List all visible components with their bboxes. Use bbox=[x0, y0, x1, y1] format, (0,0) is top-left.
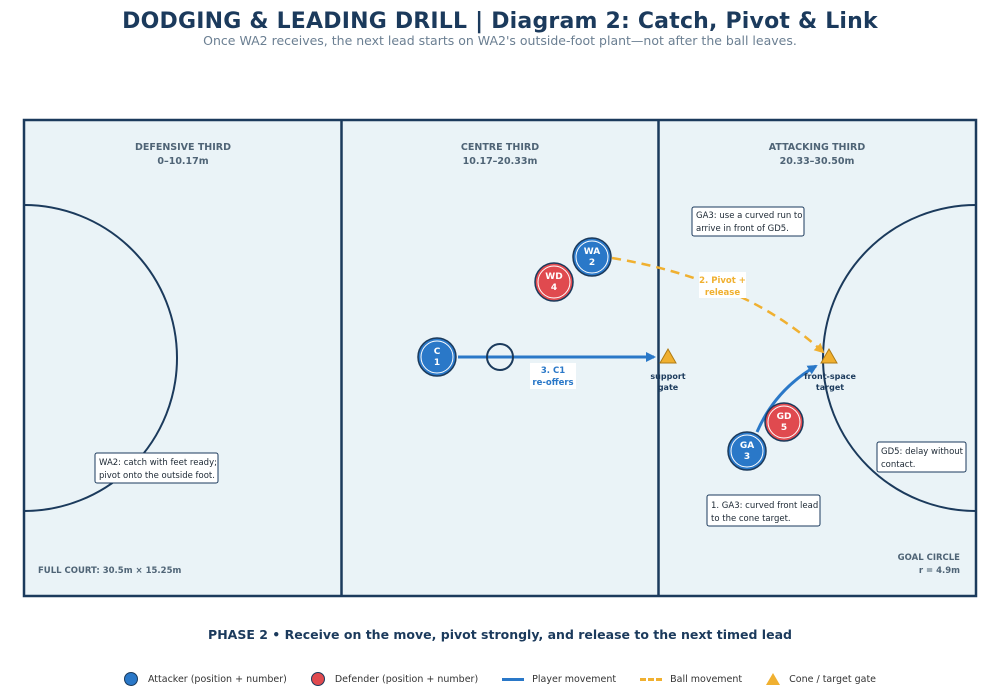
legend-defender-swatch bbox=[310, 672, 325, 686]
goal-circle-right bbox=[822, 204, 976, 512]
player-path-ga3-lead bbox=[755, 364, 818, 433]
legend-ball-movement-swatch bbox=[640, 677, 663, 681]
player-wa2: WA 2 bbox=[572, 237, 612, 277]
note-ga3-lead-line2: to the cone target. bbox=[711, 514, 791, 524]
third-range-defensive: 0–10.17m bbox=[157, 156, 208, 167]
player-gd5-position: GD bbox=[777, 412, 792, 422]
court-size-label: FULL COURT: 30.5m × 15.25m bbox=[38, 566, 181, 576]
diagram-subtitle: Once WA2 receives, the next lead starts … bbox=[203, 33, 797, 48]
third-range-centre: 10.17–20.33m bbox=[463, 156, 538, 167]
legend-cone: Cone / target gate bbox=[766, 673, 876, 685]
player-ga3: GA 3 bbox=[727, 431, 767, 471]
legend-defender: Defender (position + number) bbox=[310, 672, 479, 686]
legend: Attacker (position + number) Defender (p… bbox=[0, 672, 1000, 686]
goal-circle-label: GOAL CIRCLE bbox=[898, 553, 961, 563]
legend-attacker-label: Attacker (position + number) bbox=[147, 673, 287, 685]
support-cone-label-line1: support bbox=[650, 372, 685, 381]
front-space-target-cone bbox=[820, 347, 838, 364]
pivot-label-line1: 2. Pivot + bbox=[699, 276, 746, 286]
note-gd5-delay: GD5: delay without contact. bbox=[876, 441, 967, 473]
player-c1-position: C bbox=[434, 347, 441, 357]
note-wa2-catch: WA2: catch with feet ready; pivot onto t… bbox=[94, 452, 219, 484]
start-position-marker bbox=[486, 343, 514, 371]
legend-cone-swatch bbox=[766, 673, 781, 685]
support-gate-cone bbox=[659, 347, 677, 364]
player-wd4-position: WD bbox=[545, 272, 562, 282]
note-wa2-catch-line2: pivot onto the outside foot. bbox=[99, 471, 215, 481]
support-cone-label-line2: gate bbox=[658, 383, 679, 392]
player-wd4-number: 4 bbox=[551, 283, 557, 293]
legend-player-movement-label: Player movement bbox=[532, 673, 617, 685]
legend-defender-label: Defender (position + number) bbox=[334, 673, 479, 685]
pivot-label-bg bbox=[699, 272, 746, 298]
legend-ball-movement-label: Ball movement bbox=[670, 673, 743, 685]
legend-ball-movement: Ball movement bbox=[640, 674, 742, 685]
goal-circle-left bbox=[24, 204, 178, 512]
player-ga3-position: GA bbox=[740, 441, 754, 451]
player-gd5: GD 5 bbox=[764, 402, 804, 442]
goal-circle-radius: r = 4.9m bbox=[919, 566, 960, 576]
player-gd5-number: 5 bbox=[781, 423, 787, 433]
note-ga3-lead-line1: 1. GA3: curved front lead bbox=[711, 501, 818, 511]
legend-attacker: Attacker (position + number) bbox=[123, 672, 287, 686]
player-wa2-position: WA bbox=[584, 247, 601, 257]
third-range-attacking: 20.33–30.50m bbox=[780, 156, 855, 167]
reoffer-label-line2: re-offers bbox=[532, 378, 573, 388]
front-cone-label-line2: target bbox=[816, 383, 844, 392]
note-gd5-delay-line1: GD5: delay without bbox=[881, 447, 964, 457]
third-name-defensive: DEFENSIVE THIRD bbox=[135, 142, 231, 153]
player-wd4: WD 4 bbox=[534, 262, 574, 302]
player-c1-number: 1 bbox=[434, 358, 440, 368]
reoffer-label-bg bbox=[530, 363, 576, 389]
player-c1: C 1 bbox=[417, 337, 457, 377]
note-ga3-curved-run: GA3: use a curved run to arrive in front… bbox=[691, 206, 805, 237]
legend-attacker-swatch bbox=[123, 672, 138, 686]
legend-player-movement-swatch bbox=[502, 677, 525, 681]
third-name-attacking: ATTACKING THIRD bbox=[769, 142, 866, 153]
phase-caption: PHASE 2 • Receive on the move, pivot str… bbox=[208, 627, 792, 642]
front-cone-label-line1: front-space bbox=[804, 372, 856, 381]
diagram-title: DODGING & LEADING DRILL | Diagram 2: Cat… bbox=[122, 9, 878, 34]
legend-cone-label: Cone / target gate bbox=[789, 673, 877, 685]
pivot-label-line2: release bbox=[705, 288, 740, 298]
note-wa2-catch-line1: WA2: catch with feet ready; bbox=[99, 458, 217, 468]
reoffer-label-line1: 3. C1 bbox=[541, 366, 565, 376]
legend-player-movement: Player movement bbox=[502, 674, 616, 685]
note-ga3-curved-line1: GA3: use a curved run to bbox=[696, 211, 802, 221]
player-ga3-number: 3 bbox=[744, 452, 750, 462]
note-ga3-lead: 1. GA3: curved front lead to the cone ta… bbox=[706, 494, 821, 527]
note-gd5-delay-line2: contact. bbox=[881, 460, 916, 470]
third-name-centre: CENTRE THIRD bbox=[461, 142, 539, 153]
note-ga3-curved-line2: arrive in front of GD5. bbox=[696, 224, 789, 234]
player-wa2-number: 2 bbox=[589, 258, 595, 268]
